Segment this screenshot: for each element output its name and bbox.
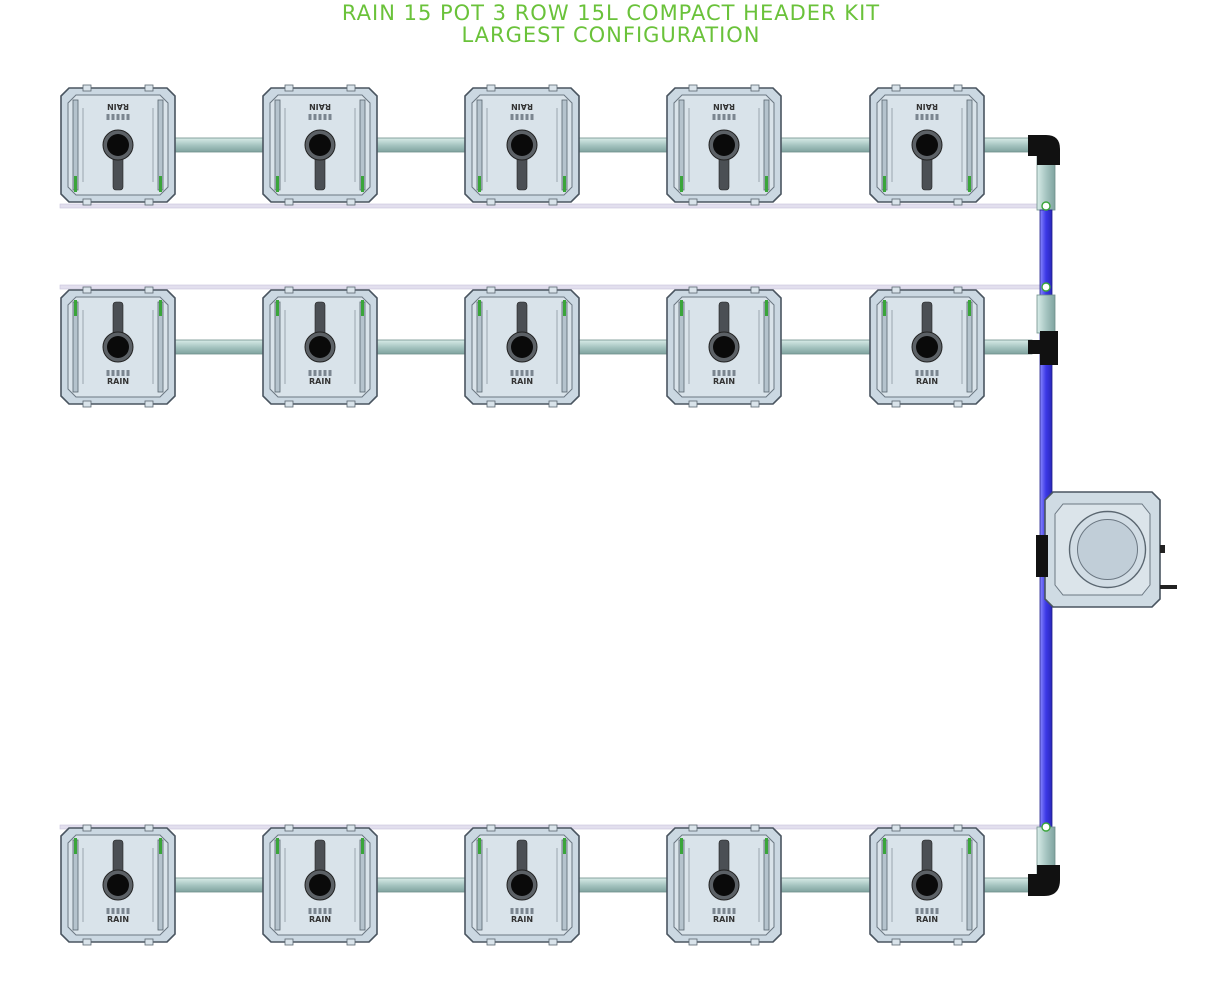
pipe-segment <box>170 339 268 355</box>
pot-label: RAIN <box>511 377 533 386</box>
pipe-to-header <box>979 877 1033 893</box>
pot-label: RAIN <box>107 915 129 924</box>
tee-fitting-icon <box>1040 331 1058 365</box>
pot-label: RAIN <box>916 102 938 111</box>
pot-icon: RAIN <box>464 824 580 946</box>
pot-label: RAIN <box>713 377 735 386</box>
pot-icon: RAIN <box>262 84 378 206</box>
pot-label: RAIN <box>107 102 129 111</box>
pipe-segment <box>574 877 672 893</box>
reservoir-icon <box>1036 491 1177 608</box>
title-line-1: RAIN 15 POT 3 ROW 15L COMPACT HEADER KIT <box>341 1 881 25</box>
elbow-icon <box>1028 135 1060 165</box>
pot-icon: RAIN <box>60 84 176 206</box>
pipe-segment <box>372 137 470 153</box>
pipe-segment <box>170 877 268 893</box>
pot-label: RAIN <box>916 915 938 924</box>
pipe-segment <box>776 877 875 893</box>
pipe-to-header <box>979 137 1033 153</box>
pipe-segment <box>372 877 470 893</box>
pot-label: RAIN <box>309 915 331 924</box>
pot-icon: RAIN <box>60 286 176 408</box>
pot-label: RAIN <box>309 377 331 386</box>
pipe-segment <box>776 339 875 355</box>
pot-icon: RAIN <box>666 286 782 408</box>
pot-label: RAIN <box>511 102 533 111</box>
pipe-segment <box>170 137 268 153</box>
pot-icon: RAIN <box>666 824 782 946</box>
pot-icon: RAIN <box>262 824 378 946</box>
pot-label: RAIN <box>511 915 533 924</box>
pipe-segment <box>574 137 672 153</box>
pot-icon: RAIN <box>869 286 985 408</box>
connector-icon <box>1041 282 1051 292</box>
pot-icon: RAIN <box>869 824 985 946</box>
connecting-pipes <box>170 137 1033 893</box>
tee-fitting-icon <box>1028 340 1042 354</box>
pot-icon: RAIN <box>869 84 985 206</box>
pot-icon: RAIN <box>262 286 378 408</box>
pipe-segment <box>776 137 875 153</box>
pot-grid: RAIN RAIN RAIN RAIN RAIN RAIN RAIN RAIN RAIN RAIN… <box>60 84 985 946</box>
pot-icon: RAIN <box>666 84 782 206</box>
pot-label: RAIN <box>916 377 938 386</box>
title-line-2: LARGEST CONFIGURATION <box>461 23 761 47</box>
pot-label: RAIN <box>713 915 735 924</box>
pipe-segment <box>372 339 470 355</box>
pot-label: RAIN <box>107 377 129 386</box>
pot-icon: RAIN <box>464 84 580 206</box>
header-pipe-mid <box>1036 294 1056 334</box>
pot-icon: RAIN <box>60 824 176 946</box>
elbow-icon <box>1028 865 1060 896</box>
pot-icon: RAIN <box>464 286 580 408</box>
pipe-to-header <box>979 339 1033 355</box>
pot-label: RAIN <box>713 102 735 111</box>
pipe-segment <box>574 339 672 355</box>
diagram-title: RAIN 15 POT 3 ROW 15L COMPACT HEADER KIT… <box>0 2 1222 46</box>
pot-label: RAIN <box>309 102 331 111</box>
connector-icon <box>1041 201 1051 211</box>
connector-icon <box>1041 822 1051 832</box>
